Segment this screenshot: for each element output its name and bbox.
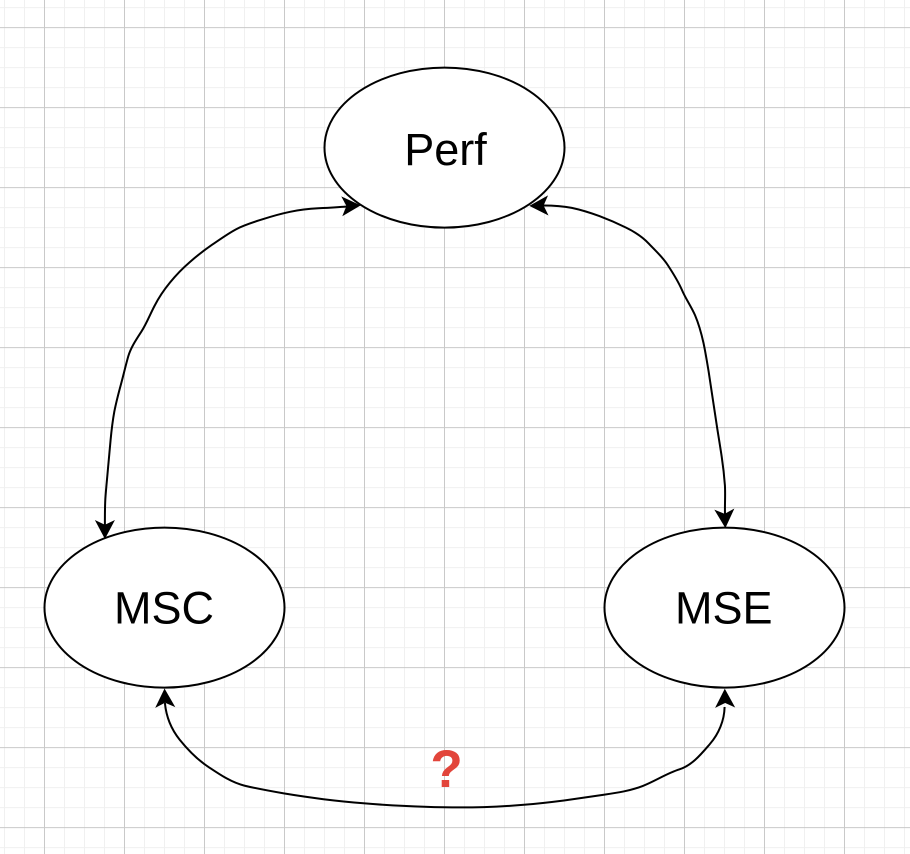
svg-text:MSC: MSC bbox=[114, 583, 214, 634]
svg-text:Perf: Perf bbox=[404, 124, 487, 175]
svg-text:MSE: MSE bbox=[675, 583, 773, 634]
svg-text:?: ? bbox=[430, 740, 462, 799]
